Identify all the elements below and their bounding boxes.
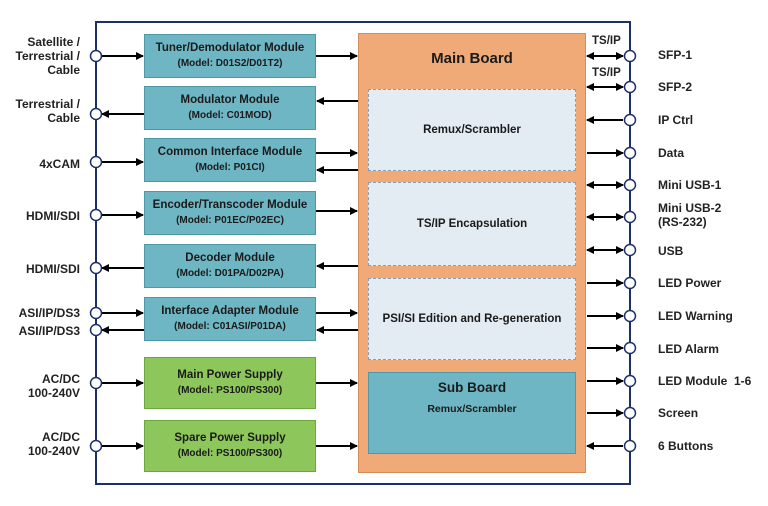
right-port-label: Mini USB-2(RS-232) [658, 201, 722, 229]
right-port-label: LED Module 1-6 [658, 374, 752, 388]
remux-scrambler-block: Remux/Scrambler [368, 89, 576, 171]
port-circle [89, 306, 103, 320]
sub-board-title: Sub Board [437, 380, 507, 395]
modulator-module: Modulator Module (Model: C01MOD) [144, 86, 316, 130]
port-circle [89, 261, 103, 275]
power-model: (Model: PS100/PS300) [177, 448, 283, 459]
right-port-label: LED Warning [658, 309, 733, 323]
right-port-label: IP Ctrl [658, 113, 694, 127]
right-port-label: USB [658, 244, 684, 258]
decoder-module: Decoder Module (Model: D01PA/D02PA) [144, 244, 316, 288]
left-port-label: 4xCAM [39, 157, 80, 171]
main-power-supply: Main Power Supply (Model: PS100/PS300) [144, 357, 316, 409]
port-circle [623, 210, 637, 224]
port-circle [89, 376, 103, 390]
left-port-label: Terrestrial /Cable [15, 97, 80, 125]
port-circle [623, 406, 637, 420]
left-port-label: ASI/IP/DS3 [18, 306, 80, 320]
module-model: (Model: P01CI) [195, 162, 265, 173]
interface-adapter-module: Interface Adapter Module (Model: C01ASI/… [144, 297, 316, 341]
psi-si-edition-block: PSI/SI Edition and Re-generation [368, 278, 576, 360]
port-circle [89, 208, 103, 222]
module-title: Encoder/Transcoder Module [152, 199, 308, 211]
power-title: Spare Power Supply [174, 432, 286, 444]
ts-ip-encapsulation-block: TS/IP Encapsulation [368, 182, 576, 266]
port-circle [623, 309, 637, 323]
left-port-label: ASI/IP/DS3 [18, 324, 80, 338]
ts-ip-label: TS/IP [592, 67, 621, 79]
power-model: (Model: PS100/PS300) [177, 385, 283, 396]
block-label: TS/IP Encapsulation [416, 218, 528, 230]
left-port-label: HDMI/SDI [26, 262, 80, 276]
spare-power-supply: Spare Power Supply (Model: PS100/PS300) [144, 420, 316, 472]
port-circle [623, 80, 637, 94]
port-circle [623, 374, 637, 388]
module-title: Tuner/Demodulator Module [155, 42, 305, 54]
module-title: Interface Adapter Module [161, 305, 299, 317]
port-circle [623, 146, 637, 160]
right-port-label: Screen [658, 406, 699, 420]
right-port-label: 6 Buttons [658, 439, 714, 453]
main-board-title: Main Board [431, 50, 513, 67]
sub-board-subtitle: Remux/Scrambler [427, 403, 517, 415]
module-model: (Model: D01PA/D02PA) [176, 268, 284, 279]
port-circle [623, 276, 637, 290]
right-port-label: Mini USB-1 [658, 178, 722, 192]
block-label: Remux/Scrambler [423, 124, 521, 136]
module-model: (Model: C01MOD) [188, 110, 272, 121]
module-model: (Model: P01EC/P02EC) [176, 215, 284, 226]
port-circle [89, 323, 103, 337]
block-label: PSI/SI Edition and Re-generation [382, 313, 562, 325]
encoder-transcoder-module: Encoder/Transcoder Module (Model: P01EC/… [144, 191, 316, 235]
module-model: (Model: C01ASI/P01DA) [174, 321, 286, 332]
common-interface-module: Common Interface Module (Model: P01CI) [144, 138, 316, 182]
port-circle [89, 49, 103, 63]
port-circle [623, 439, 637, 453]
right-port-label: LED Power [658, 276, 722, 290]
module-title: Modulator Module [180, 94, 280, 106]
tuner-demodulator-module: Tuner/Demodulator Module (Model: D01S2/D… [144, 34, 316, 78]
module-title: Common Interface Module [157, 146, 303, 158]
module-title: Decoder Module [185, 252, 275, 264]
port-circle [623, 49, 637, 63]
module-model: (Model: D01S2/D01T2) [177, 58, 283, 69]
port-circle [623, 178, 637, 192]
right-port-label: SFP-1 [658, 48, 693, 62]
right-port-label: Data [658, 146, 685, 160]
port-circle [89, 155, 103, 169]
port-circle [623, 113, 637, 127]
right-port-label: SFP-2 [658, 80, 693, 94]
power-title: Main Power Supply [177, 369, 283, 381]
port-circle [89, 439, 103, 453]
port-circle [623, 243, 637, 257]
left-port-label: Satellite /Terrestrial /Cable [15, 35, 80, 77]
left-port-label: HDMI/SDI [26, 209, 80, 223]
ts-ip-label: TS/IP [592, 35, 621, 47]
port-circle [89, 107, 103, 121]
right-port-label: LED Alarm [658, 342, 719, 356]
port-circle [623, 341, 637, 355]
sub-board: Sub Board Remux/Scrambler [368, 372, 576, 454]
